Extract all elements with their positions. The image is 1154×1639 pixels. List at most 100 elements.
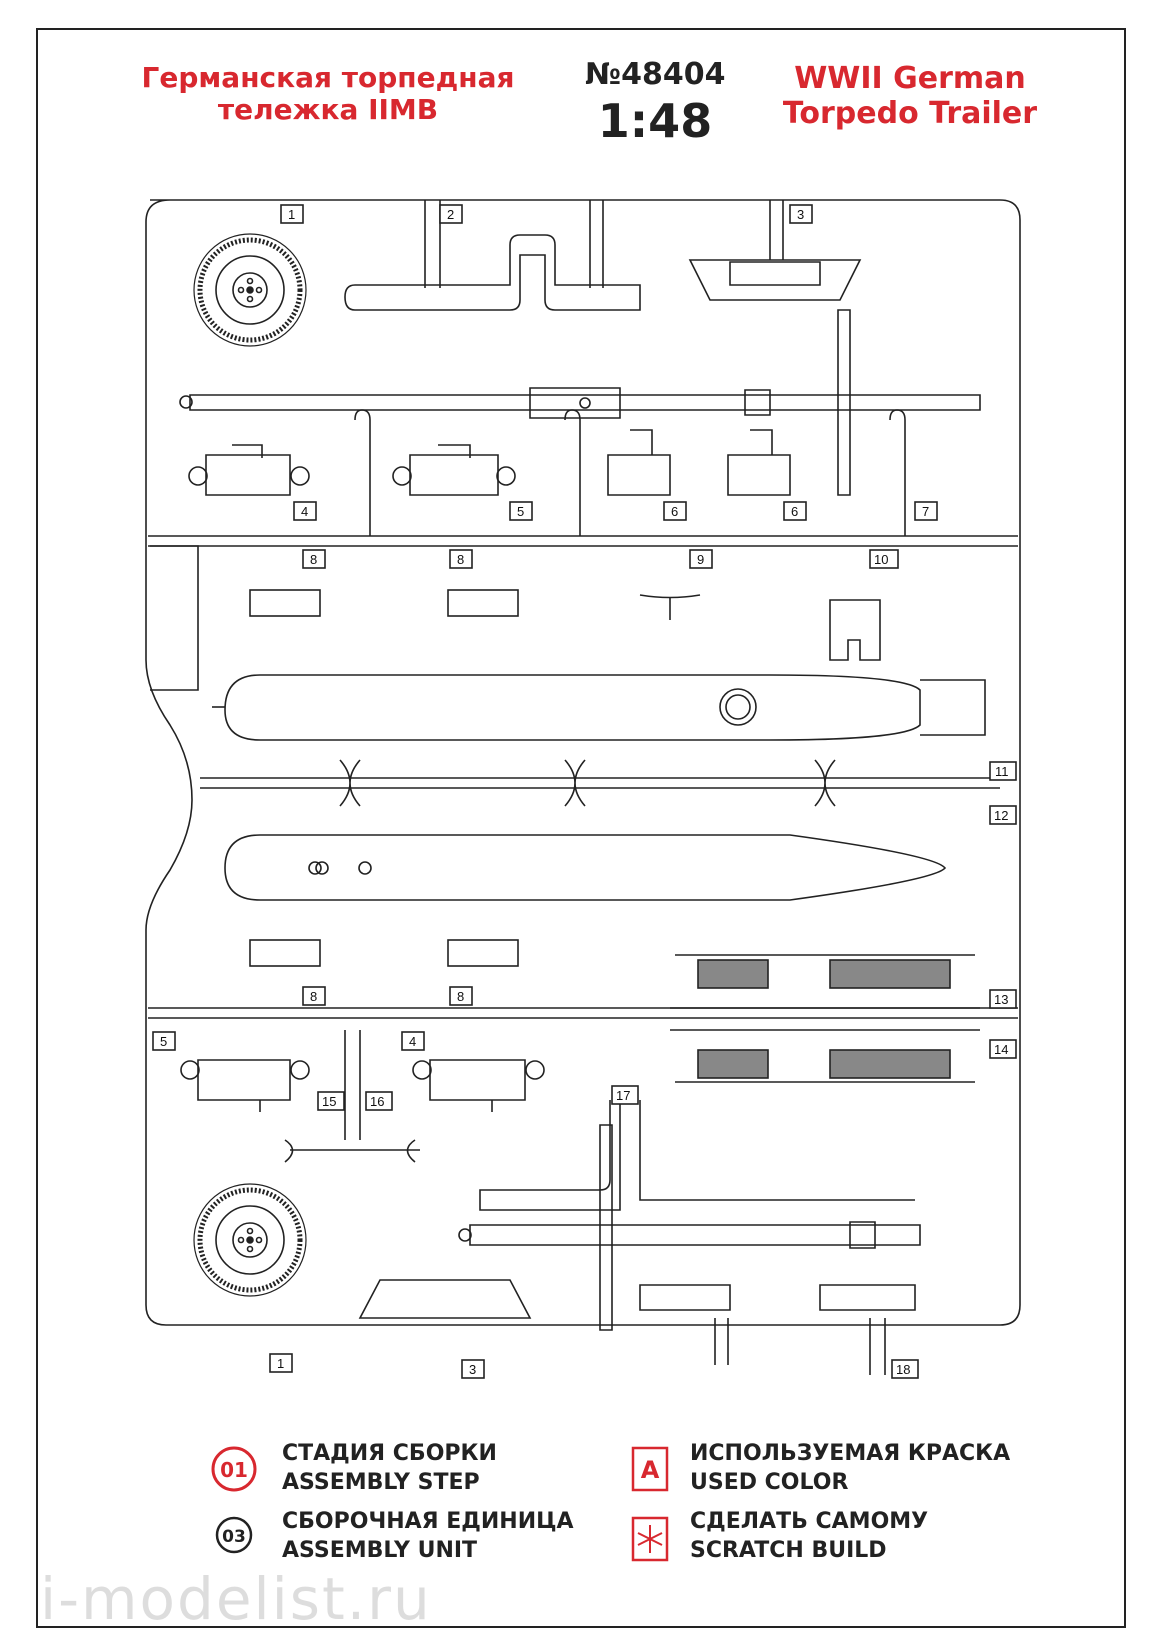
svg-text:15: 15 — [322, 1094, 336, 1109]
part-label-4-lower: 4 — [401, 1031, 425, 1051]
pads-part-14 — [675, 1049, 975, 1083]
part-9-prop — [639, 594, 701, 620]
plate-part-8a — [249, 589, 321, 617]
part-label-14: 14 — [989, 1039, 1017, 1059]
used-color-icon-text: A — [641, 1456, 660, 1484]
title-en-line1: WWII German — [794, 61, 1026, 96]
legend-color-ru: ИСПОЛЬЗУЕМАЯ КРАСКА — [690, 1441, 1011, 1466]
legend-assembly-step: СТАДИЯ СБОРКИ ASSEMBLY STEP — [282, 1440, 497, 1497]
wheel-part-1-lower — [193, 1183, 307, 1297]
svg-text:9: 9 — [697, 552, 704, 567]
torpedo-part-11 — [224, 674, 921, 741]
part-3-lower — [358, 1279, 532, 1319]
part-3-bracket — [688, 259, 862, 301]
svg-text:6: 6 — [791, 504, 798, 519]
plate-part-8b — [447, 589, 519, 617]
legend-step-ru: СТАДИЯ СБОРКИ — [282, 1441, 497, 1466]
instruction-sheet — [36, 28, 1126, 1628]
svg-text:1: 1 — [277, 1356, 284, 1371]
svg-text:13: 13 — [994, 992, 1008, 1007]
part-5-spring — [392, 444, 516, 496]
part-label-5: 5 — [509, 501, 533, 521]
legend-used-color: ИСПОЛЬЗУЕМАЯ КРАСКА USED COLOR — [690, 1440, 1010, 1497]
torpedo-part-12 — [224, 834, 947, 901]
svg-text:4: 4 — [301, 504, 308, 519]
svg-text:8: 8 — [457, 989, 464, 1004]
title-ru-line1: Германская торпедная — [141, 61, 515, 94]
axle-part-lower — [469, 1221, 921, 1249]
svg-text:3: 3 — [469, 1362, 476, 1377]
part-label-8d: 8 — [449, 986, 473, 1006]
part-6-block-a — [607, 429, 671, 496]
title-english: WWII German Torpedo Trailer — [760, 61, 1060, 131]
legend-unit-ru: СБОРОЧНАЯ ЕДИНИЦА — [282, 1509, 574, 1534]
part-4-spring-lower — [412, 1059, 545, 1112]
part-label-1-bottom: 1 — [269, 1353, 293, 1373]
axle-part — [189, 394, 981, 411]
part-17-rod — [479, 1100, 915, 1211]
part-label-3-lower: 3 — [461, 1359, 485, 1379]
svg-text:18: 18 — [896, 1362, 910, 1377]
part-2-bracket — [344, 234, 641, 311]
part-18-bracket — [639, 1284, 916, 1311]
part-label-3: 3 — [789, 204, 813, 224]
svg-text:3: 3 — [797, 207, 804, 222]
part-label-5-lower: 5 — [152, 1031, 176, 1051]
part-label-8c: 8 — [302, 986, 326, 1006]
part-label-11: 11 — [989, 761, 1017, 781]
used-color-icon: A — [631, 1446, 669, 1492]
part-5-spring-lower — [180, 1059, 310, 1112]
kit-number: №48404 — [585, 57, 726, 92]
part-label-9: 9 — [689, 549, 713, 569]
svg-text:8: 8 — [310, 552, 317, 567]
wheel-part-1 — [193, 233, 307, 347]
assembly-unit-icon: 03 — [215, 1516, 253, 1554]
assembly-step-icon-text: 01 — [220, 1458, 248, 1482]
title-en-line2: Torpedo Trailer — [782, 95, 1038, 131]
svg-text:1: 1 — [288, 207, 295, 222]
title-russian: Германская торпедная тележка IIMB — [118, 61, 538, 127]
svg-text:5: 5 — [517, 504, 524, 519]
svg-text:4: 4 — [409, 1034, 416, 1049]
legend-scratch-en: SCRATCH BUILD — [690, 1537, 887, 1563]
legend-scratch-ru: СДЕЛАТЬ САМОМУ — [690, 1509, 929, 1534]
svg-text:11: 11 — [995, 764, 1009, 779]
svg-text:2: 2 — [447, 207, 454, 222]
svg-text:5: 5 — [160, 1034, 167, 1049]
svg-text:8: 8 — [310, 989, 317, 1004]
plate-part-8d — [447, 939, 519, 967]
title-ru-line2: тележка IIMB — [217, 93, 439, 127]
part-label-13: 13 — [989, 989, 1017, 1009]
svg-text:10: 10 — [874, 552, 888, 567]
plate-part-8c — [249, 939, 321, 967]
part-label-6a: 6 — [663, 501, 687, 521]
kit-scale: 1:48 — [597, 94, 713, 148]
legend-unit-en: ASSEMBLY UNIT — [282, 1537, 478, 1563]
part-label-15: 15 — [317, 1091, 345, 1111]
assembly-unit-icon-text: 03 — [222, 1527, 246, 1547]
pads-part-13 — [675, 954, 975, 989]
svg-text:16: 16 — [370, 1094, 384, 1109]
part-label-8a: 8 — [302, 549, 326, 569]
part-15-16-propellers — [284, 1030, 420, 1163]
sprue-frame — [145, 199, 1021, 1326]
part-label-4: 4 — [293, 501, 317, 521]
legend-step-en: ASSEMBLY STEP — [282, 1469, 480, 1495]
part-label-6b: 6 — [783, 501, 807, 521]
assembly-step-icon: 01 — [211, 1446, 257, 1492]
svg-text:12: 12 — [994, 808, 1008, 823]
legend-scratch-build: СДЕЛАТЬ САМОМУ SCRATCH BUILD — [690, 1508, 928, 1565]
part-label-1-top: 1 — [280, 204, 304, 224]
watermark: i-modelist.ru — [40, 1565, 432, 1633]
part-label-18: 18 — [891, 1359, 919, 1379]
svg-text:14: 14 — [994, 1042, 1008, 1057]
scratch-build-icon — [631, 1516, 669, 1562]
part-label-7: 7 — [914, 501, 938, 521]
svg-text:7: 7 — [922, 504, 929, 519]
svg-text:6: 6 — [671, 504, 678, 519]
part-6-block-b — [727, 429, 791, 496]
svg-text:17: 17 — [616, 1088, 630, 1103]
part-label-10: 10 — [869, 549, 899, 569]
svg-text:8: 8 — [457, 552, 464, 567]
